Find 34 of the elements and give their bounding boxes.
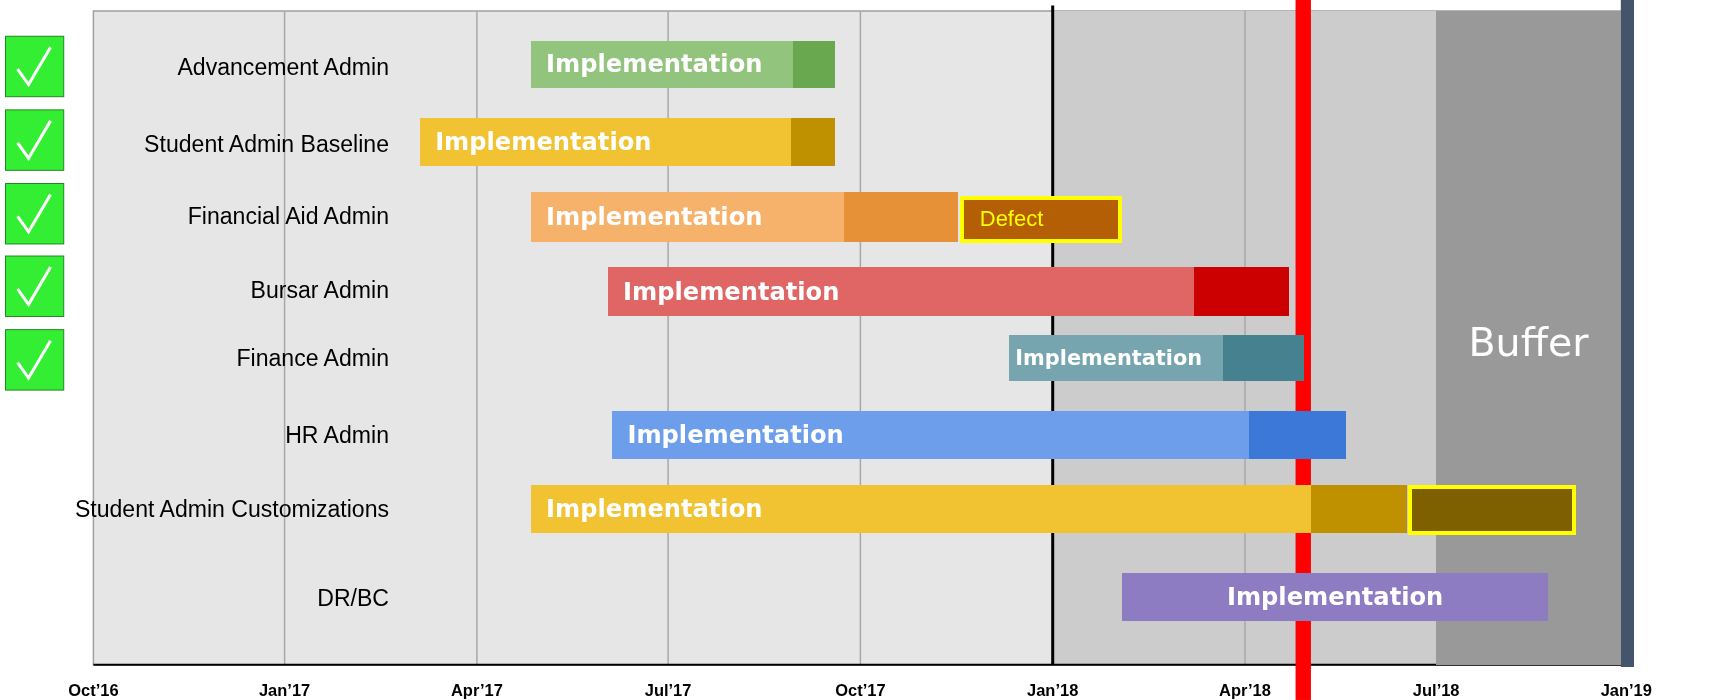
row-label: HR Admin	[285, 421, 389, 449]
defect-box: Defect	[960, 195, 1122, 243]
axis-tick-label: Jan’18	[1027, 681, 1079, 700]
gantt-bar	[1249, 410, 1347, 460]
gantt-bar: Implementation	[530, 192, 844, 242]
gantt-bar	[1310, 484, 1407, 533]
gantt-bar: Implementation	[607, 267, 1195, 317]
axis-tick-label: Apr’17	[450, 681, 503, 700]
gantt-bar: Implementation	[419, 117, 792, 166]
axis-tick-label: Jul’17	[644, 681, 692, 700]
gantt-bar	[843, 192, 959, 242]
axis-tick-label: Jan’19	[1600, 681, 1652, 700]
axis-tick-label: Oct’16	[68, 681, 119, 700]
gantt-bar	[1223, 335, 1305, 382]
row-label: DR/BC	[317, 584, 389, 612]
gantt-bar	[1194, 267, 1289, 317]
axis-tick-label: Jul’18	[1412, 681, 1460, 700]
row-label: Finance Admin	[236, 345, 389, 373]
gantt-bar: Implementation	[1121, 572, 1549, 621]
axis-tick-label: Oct’17	[835, 681, 886, 700]
gantt-bar	[791, 117, 836, 166]
status-box	[1407, 484, 1576, 536]
row-label: Financial Aid Admin	[187, 203, 389, 231]
row-label: Bursar Admin	[250, 276, 389, 304]
axis-tick-label: Jan’17	[258, 681, 311, 700]
gantt-bar: Implementation	[530, 484, 1311, 533]
axis-tick-label: Apr’18	[1219, 681, 1271, 700]
row-label: Student Admin Baseline	[144, 130, 389, 158]
gantt-bar	[793, 40, 836, 88]
gantt-bar: Implementation	[1008, 335, 1223, 382]
row-label: Advancement Admin	[177, 53, 389, 81]
gantt-bar: Implementation	[530, 40, 794, 88]
gantt-bar: Implementation	[612, 410, 1250, 460]
row-label: Student Admin Customizations	[74, 495, 389, 523]
